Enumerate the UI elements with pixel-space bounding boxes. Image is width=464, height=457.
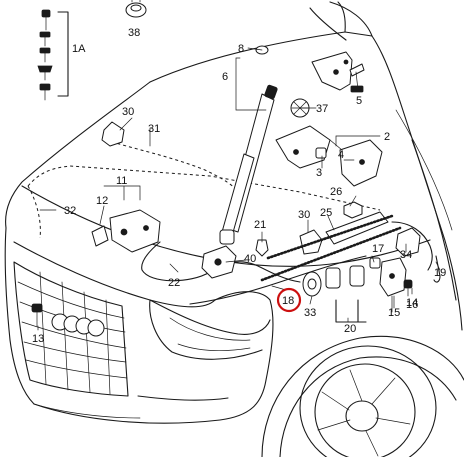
- callout-19: 19: [434, 267, 446, 279]
- gas-strut-6: [219, 84, 278, 245]
- handle-parts-20: [325, 265, 367, 323]
- callout-22: 22: [168, 277, 180, 289]
- bolt-17: [369, 257, 381, 269]
- clip-30-upper: [101, 121, 125, 147]
- callout-20: 20: [344, 323, 356, 335]
- latch-15: [379, 257, 413, 313]
- callout-4: 4: [338, 149, 344, 161]
- callout-17: 17: [372, 243, 384, 255]
- callout-30-lower: 30: [298, 209, 310, 221]
- callout-40: 40: [244, 253, 256, 265]
- brand-rings-emblem: [51, 313, 105, 337]
- bracket-34: [395, 227, 421, 257]
- nut-3: [315, 147, 327, 159]
- clip-30-lower: [299, 229, 323, 255]
- seal-32: [27, 165, 381, 211]
- hood-bracket: [311, 51, 353, 91]
- callout-18: 18: [282, 295, 294, 307]
- callout-25: 25: [320, 207, 332, 219]
- car-body: [4, 1, 464, 457]
- callout-11: 11: [116, 175, 127, 187]
- callout-16: 16: [406, 299, 418, 311]
- bolt-13: [31, 303, 43, 327]
- grommet-33: [302, 271, 322, 297]
- hood-lock-11: [91, 209, 161, 253]
- callout-8: 8: [238, 43, 244, 55]
- callout-34: 34: [400, 249, 412, 261]
- callout-12: 12: [96, 195, 108, 207]
- callout-6: 6: [222, 71, 228, 83]
- grommet-38: [125, 0, 147, 18]
- bolt-5: [349, 63, 365, 93]
- callout-14: 14: [406, 297, 418, 309]
- callout-30-upper: 30: [122, 106, 134, 118]
- striker-bracket: [275, 125, 383, 187]
- release-lever-25: [260, 211, 433, 282]
- nut-26: [343, 201, 363, 219]
- callout-18-highlight: 18: [271, 285, 302, 313]
- highlight-circle: [276, 287, 302, 313]
- latch-40: [201, 245, 237, 279]
- callout-5: 5: [356, 95, 362, 107]
- clip-21: [255, 239, 269, 257]
- callout-15: 15: [388, 307, 400, 319]
- callout-33: 33: [304, 307, 316, 319]
- callout-26: 26: [330, 186, 342, 198]
- callout-31: 31: [148, 123, 160, 135]
- hook-19: [433, 255, 441, 283]
- screws-1a: [37, 9, 69, 101]
- callout-13: 13: [32, 333, 44, 345]
- callout-32: 32: [64, 205, 76, 217]
- callout-1a: 1A: [72, 43, 86, 55]
- callout-2: 2: [384, 131, 390, 143]
- callout-21: 21: [254, 219, 266, 231]
- callout-3: 3: [316, 167, 322, 179]
- callout-37: 37: [316, 103, 328, 115]
- callout-38: 38: [128, 27, 140, 39]
- callout-labels: 1A 38 8 6 5 37 30 31 2 4 3 11 26 12 32 3…: [32, 27, 446, 345]
- leader-lines: [37, 47, 441, 331]
